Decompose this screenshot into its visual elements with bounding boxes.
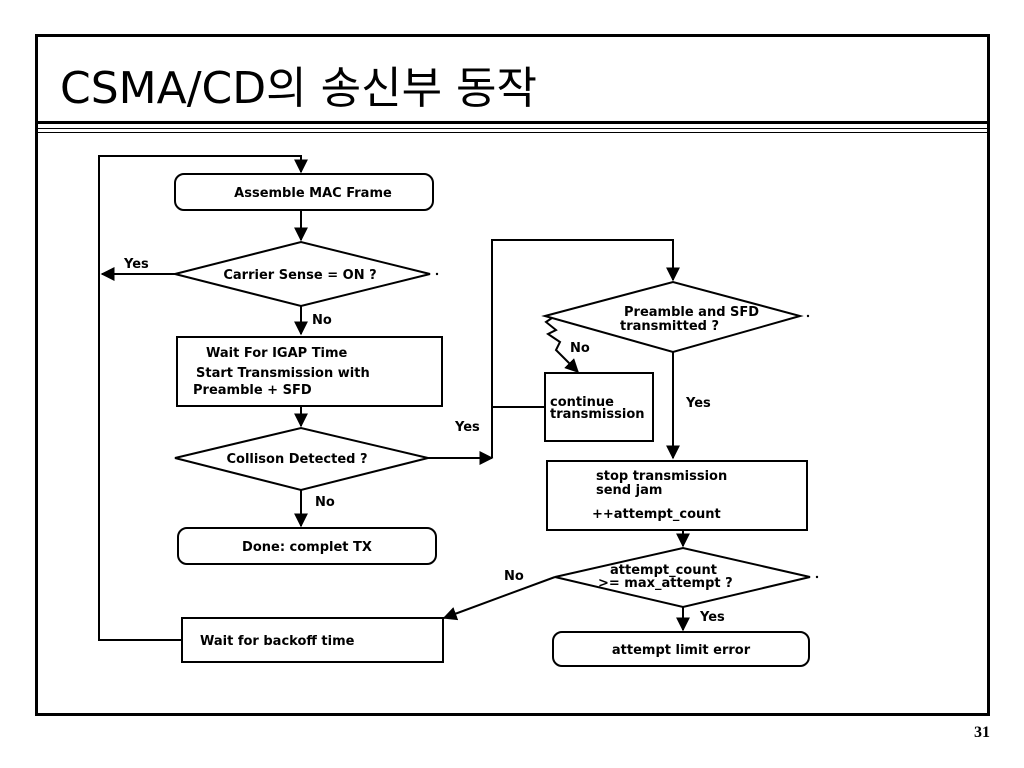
- title-rule-thick: [35, 121, 990, 124]
- node-assemble-label: Assemble MAC Frame: [234, 186, 392, 201]
- node-stop-line3: ++attempt_count: [592, 507, 721, 522]
- node-carrier-sense: Carrier Sense = ON ?: [174, 240, 431, 308]
- node-continue: continue transmission: [544, 372, 654, 442]
- node-done-label: Done: complet TX: [242, 540, 372, 555]
- label-collision-no: No: [315, 495, 335, 510]
- node-attempt-line2: >= max_attempt ?: [598, 576, 733, 591]
- node-assemble: Assemble MAC Frame: [174, 173, 434, 211]
- node-stop: stop transmission send jam ++attempt_cou…: [546, 460, 808, 531]
- node-preamble-line2: transmitted ?: [620, 319, 719, 334]
- node-wait-igap-line2: Start Transmission with: [196, 366, 370, 381]
- label-carrier-yes: Yes: [123, 257, 149, 272]
- node-backoff-label: Wait for backoff time: [200, 634, 355, 649]
- title-rule-thin-2: [35, 132, 990, 133]
- title-rule-thin-1: [35, 128, 990, 129]
- node-continue-line1: continue: [550, 395, 614, 410]
- connectors-left: [98, 155, 680, 641]
- edge-preamble-no: [544, 317, 579, 373]
- dot-preamble: [806, 314, 810, 318]
- node-attempt-line1: attempt_count: [610, 563, 717, 578]
- node-attempt-error-label: attempt limit error: [612, 643, 751, 658]
- node-attempt-check: attempt_count >= max_attempt ?: [554, 546, 811, 609]
- node-wait-igap: Wait For IGAP Time Start Transmission wi…: [176, 336, 443, 407]
- loop-back-line: [98, 155, 308, 641]
- label-preamble-no: No: [570, 341, 590, 356]
- node-collision-label: Collison Detected ?: [226, 452, 367, 467]
- label-carrier-no: No: [312, 313, 332, 328]
- label-attempt-no: No: [504, 569, 524, 584]
- dot-carrier: [435, 272, 439, 276]
- node-preamble: Preamble and SFD transmitted ?: [541, 280, 804, 354]
- label-collision-yes: Yes: [454, 420, 480, 435]
- node-continue-line2: transmission: [550, 407, 645, 422]
- connectors-right: [442, 317, 690, 632]
- node-preamble-line1: Preamble and SFD: [624, 305, 759, 320]
- edge-to-preamble: [491, 239, 680, 458]
- node-backoff: Wait for backoff time: [181, 617, 444, 663]
- node-stop-line2: send jam: [596, 483, 662, 498]
- page-number: 31: [974, 724, 990, 741]
- node-wait-igap-line3: Preamble + SFD: [193, 383, 312, 398]
- slide-title: CSMA/CD의 송신부 동작: [60, 63, 537, 114]
- label-preamble-yes: Yes: [685, 396, 711, 411]
- node-collision: Collison Detected ?: [174, 426, 429, 492]
- node-wait-igap-line1: Wait For IGAP Time: [206, 346, 348, 361]
- edge-attempt-no: [442, 576, 556, 621]
- dot-attempt: [815, 575, 819, 579]
- label-attempt-yes: Yes: [699, 610, 725, 625]
- node-carrier-sense-label: Carrier Sense = ON ?: [223, 268, 376, 283]
- node-attempt-error: attempt limit error: [552, 631, 810, 667]
- node-stop-line1: stop transmission: [596, 469, 727, 484]
- node-done: Done: complet TX: [177, 527, 437, 565]
